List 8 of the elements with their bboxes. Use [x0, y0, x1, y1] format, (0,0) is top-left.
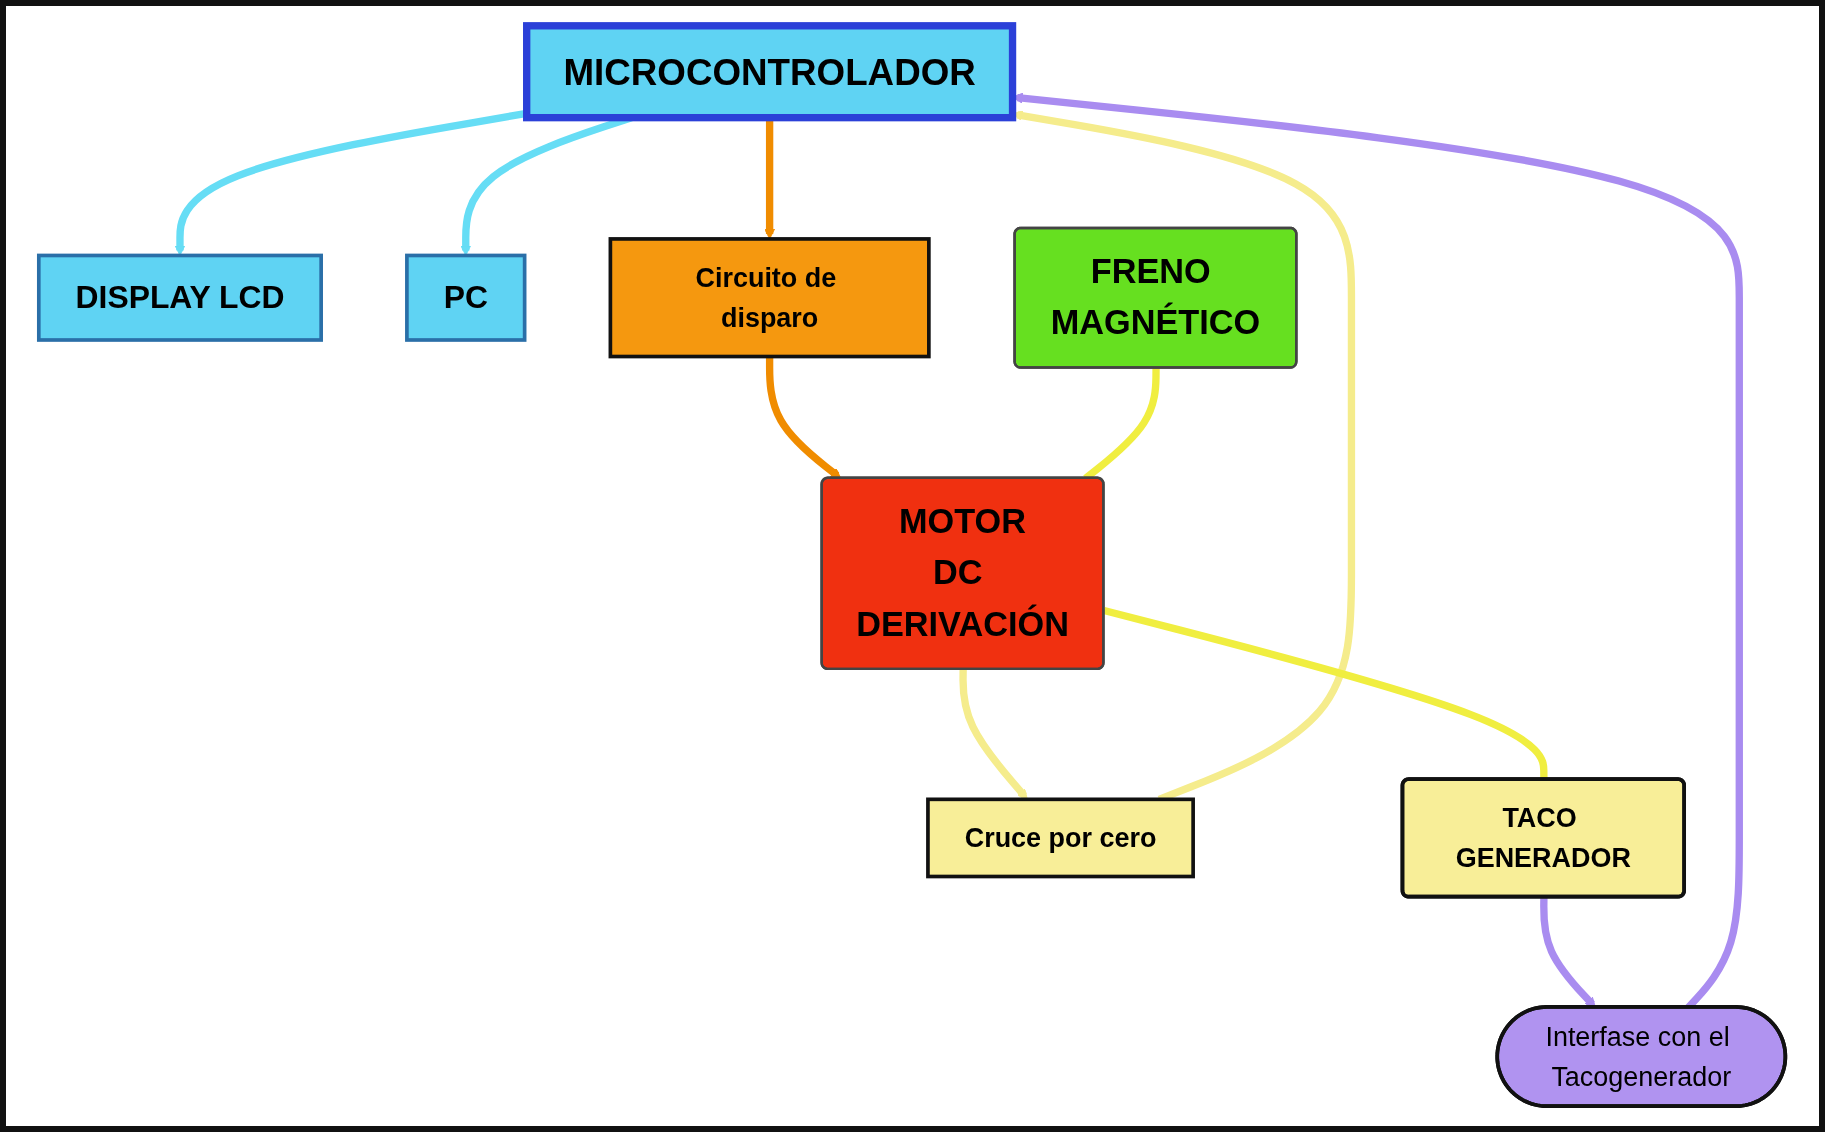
node-box: Cruce por cero — [926, 797, 1196, 879]
arrow — [766, 356, 842, 479]
node-box: MICROCONTROLADOR — [523, 22, 1017, 122]
arrow — [959, 669, 1029, 800]
node-box: Circuito de disparo — [608, 237, 932, 359]
connector — [1103, 606, 1548, 780]
node-box: DISPLAY LCD — [37, 253, 324, 342]
node-box: PC — [405, 253, 527, 342]
